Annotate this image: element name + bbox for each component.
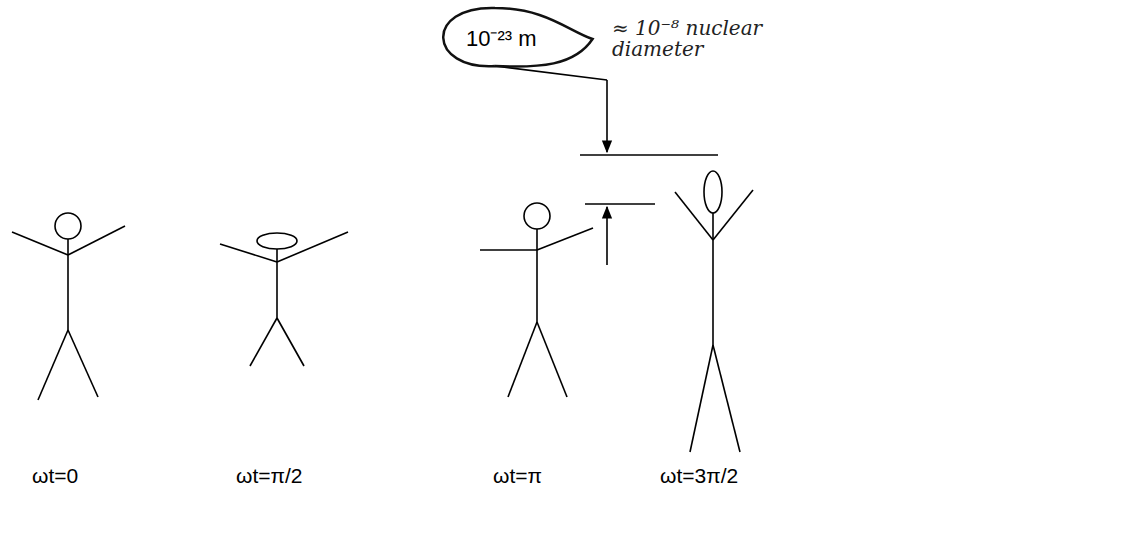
phase-label: ωt=0	[32, 464, 78, 488]
dimension-marker	[580, 80, 718, 265]
annotation-note: ≈ 10⁻⁸ nuclear diameter	[612, 18, 782, 60]
phase-label: ωt=π/2	[236, 464, 303, 488]
stick-figure	[675, 171, 753, 452]
stick-figure	[12, 213, 125, 400]
circled-value: 10⁻²³ m	[438, 10, 565, 64]
stick-figure	[480, 203, 593, 397]
value-text: 10⁻²³ m	[438, 10, 565, 52]
phase-label: ωt=π	[493, 464, 542, 488]
leader-line	[495, 66, 607, 80]
phase-label: ωt=3π/2	[660, 464, 738, 488]
stick-figure	[220, 232, 348, 366]
